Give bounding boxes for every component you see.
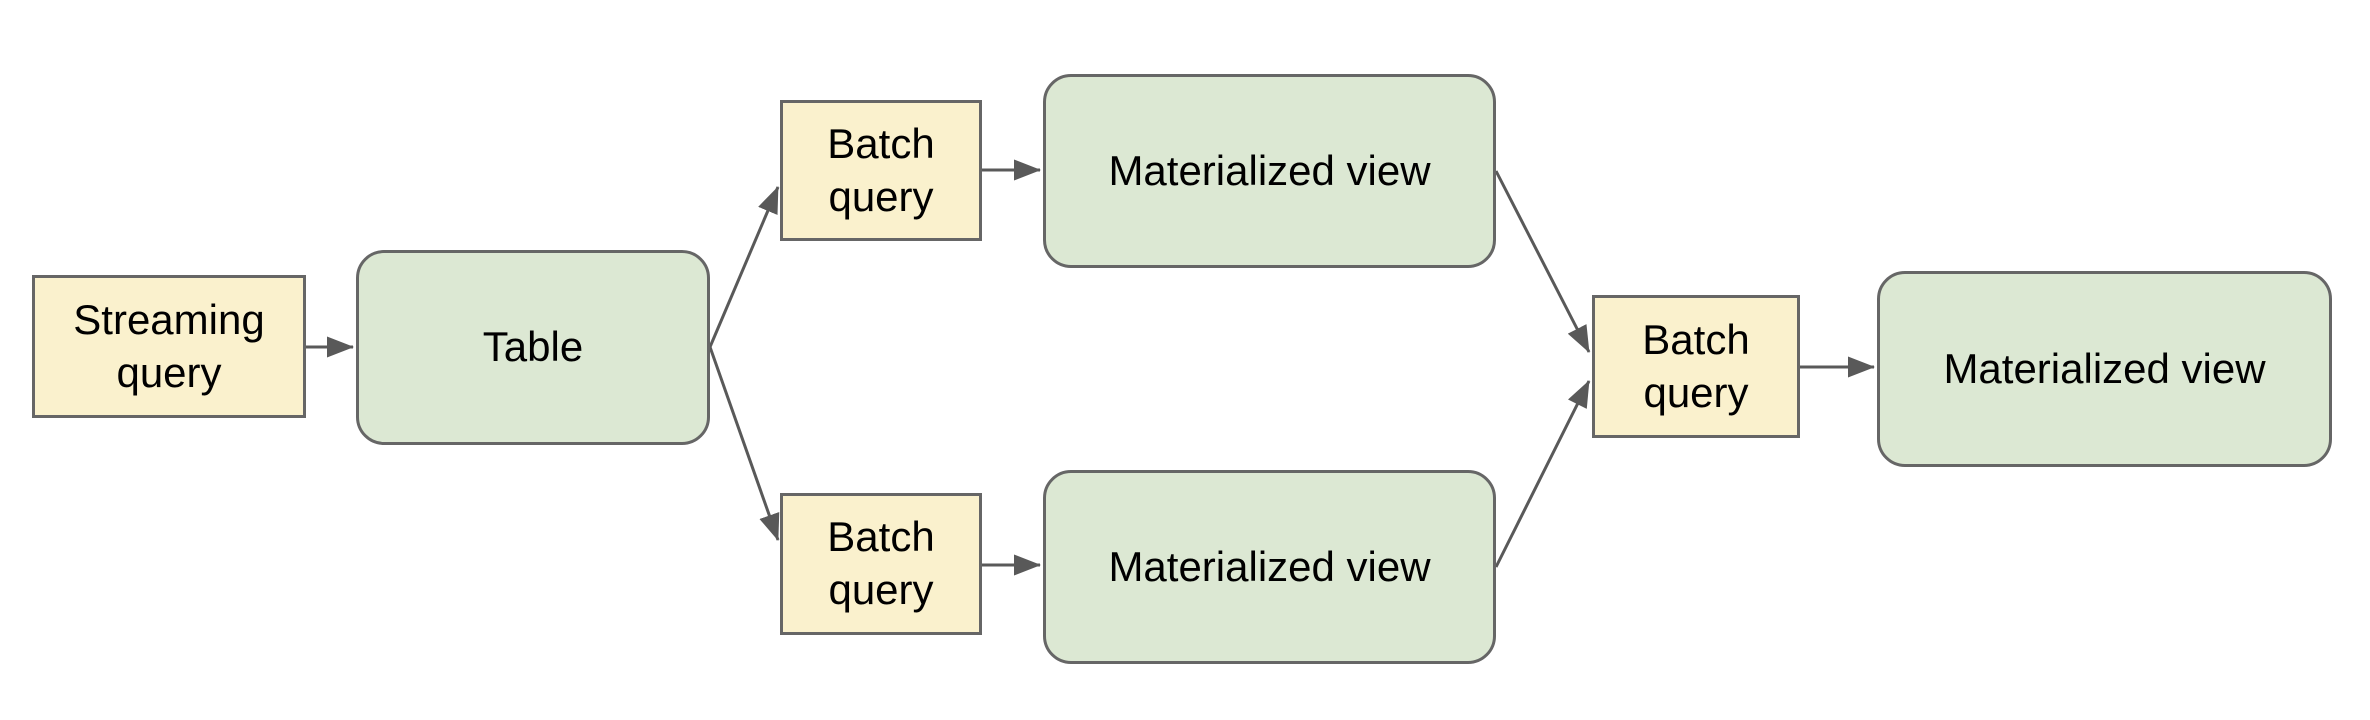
node-batch-query-right-label: Batch query [1642, 315, 1750, 416]
arrow-table-to-batch-query-top [708, 186, 780, 348]
node-batch-query-bottom-label: Batch query [827, 513, 935, 613]
node-table: Table [356, 250, 710, 445]
node-streaming-query-label: Streaming query [73, 295, 265, 396]
node-materialized-view-final-label: Materialized view [1943, 344, 2266, 392]
node-streaming-query: Streaming query [32, 275, 306, 418]
arrow-materialized-view-top-to-batch-query-right [1494, 170, 1591, 353]
node-table-label: Table [482, 323, 584, 371]
node-materialized-view-top: Materialized view [1043, 74, 1496, 268]
arrow-table-to-batch-query-bottom [708, 346, 780, 541]
node-batch-query-bottom: Batch query [780, 493, 982, 635]
node-materialized-view-bottom: Materialized view [1043, 470, 1496, 664]
node-materialized-view-bottom-label: Materialized view [1108, 542, 1431, 590]
node-materialized-view-final: Materialized view [1877, 271, 2332, 467]
node-batch-query-top-label: Batch query [827, 119, 935, 220]
arrow-materialized-view-bottom-to-batch-query-right [1494, 380, 1591, 568]
node-materialized-view-top-label: Materialized view [1108, 146, 1431, 194]
node-batch-query-top: Batch query [780, 100, 982, 241]
node-batch-query-right: Batch query [1592, 295, 1800, 438]
